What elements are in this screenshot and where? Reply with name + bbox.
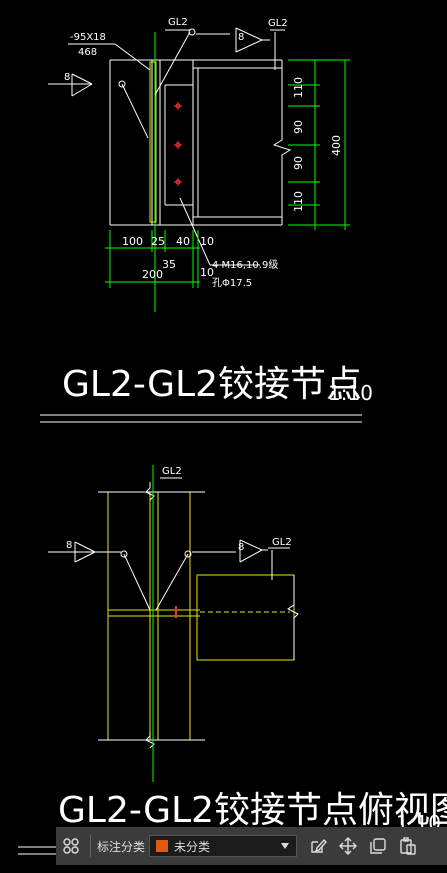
vdim-2: 90 (292, 156, 305, 170)
lower-column-plan (107, 492, 295, 740)
lower-outline (48, 477, 299, 749)
hdim-3: 10 (200, 235, 214, 248)
upper-bolts (174, 102, 182, 186)
category-value: 未分类 (174, 839, 211, 854)
upper-horizontal-dimensions (105, 230, 200, 288)
edit-icon[interactable] (303, 831, 333, 861)
beam-label-b: GL2 (268, 18, 288, 29)
category-label: 标注分类 (97, 839, 146, 854)
hdim-2: 40 (176, 235, 190, 248)
lower-weld-right: 8 (238, 542, 244, 553)
paste-icon[interactable] (393, 831, 423, 861)
category-select[interactable]: 未分类 (149, 835, 298, 857)
toolbar-separator (90, 835, 91, 857)
lower-beam-label-top: GL2 (162, 466, 182, 477)
upper-end-plate (149, 61, 157, 223)
upper-vertical-dimensions (288, 59, 350, 230)
upper-leaders (48, 27, 285, 266)
lower-beam-label-right: GL2 (272, 537, 292, 548)
lower-weld-left: 8 (66, 540, 72, 551)
chevron-down-icon (280, 839, 290, 853)
weld-size-right: 8 (238, 32, 244, 43)
beam-label-a: GL2 (168, 17, 188, 28)
hole-spec-text: 孔Φ17.5 (212, 277, 252, 289)
annotation-toolbar: 标注分类 未分类 (56, 827, 447, 865)
weld-size-left: 8 (64, 72, 70, 83)
upper-title: GL2-GL2铰接节点 (62, 364, 362, 405)
lower-title: GL2-GL2铰接节点俯视图 (58, 790, 447, 831)
vdim-total: 400 (330, 135, 343, 156)
hdim-1: 25 (151, 235, 165, 248)
vdim-1: 90 (292, 120, 305, 134)
category-color-swatch (156, 840, 169, 852)
hdim-bottom-2: 10 (200, 266, 214, 279)
hdim-0: 100 (122, 235, 143, 248)
grid-icon[interactable] (56, 831, 86, 861)
plate-length-text: 468 (78, 47, 97, 58)
move-icon[interactable] (333, 831, 363, 861)
hdim-bottom-0: 200 (142, 268, 163, 281)
vdim-3: 110 (292, 191, 305, 212)
copy-icon[interactable] (363, 831, 393, 861)
upper-scale: 1:10 (328, 381, 373, 405)
vdim-0: 110 (292, 77, 305, 98)
plate-spec-text: -95X18 (70, 32, 106, 43)
hdim-bottom-1: 35 (162, 258, 176, 271)
upper-beam-elevation (109, 59, 292, 226)
bolt-spec-text: 4 M16,10.9级 (212, 259, 278, 271)
